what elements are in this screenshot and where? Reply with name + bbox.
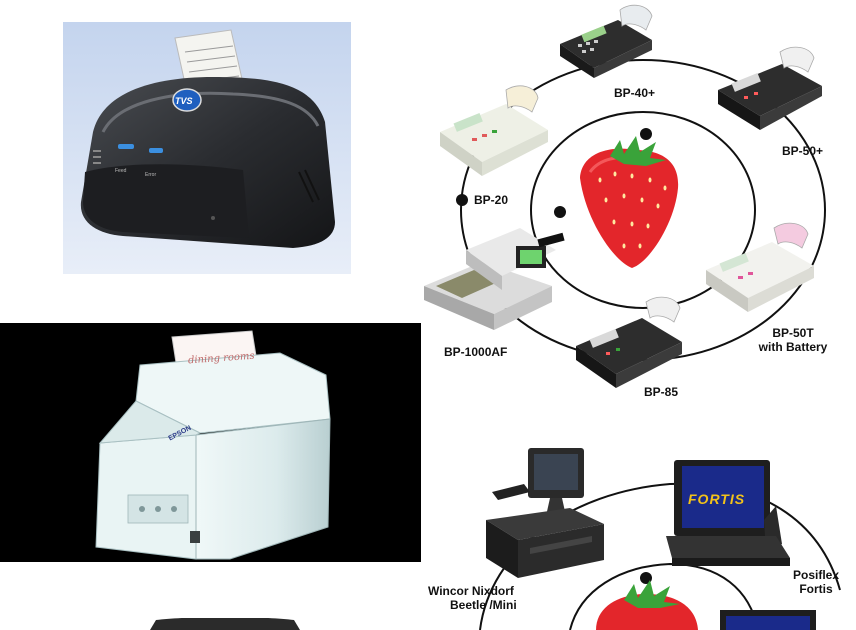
fortis-screen: [682, 466, 764, 528]
label-posiflex-fortis: Posiflex Fortis: [786, 568, 846, 596]
label-wincor-nixdorf: Wincor Nixdorf Beetle /Mini: [428, 584, 517, 612]
label-bp-1000af: BP-1000AF: [444, 345, 508, 359]
label-bp-50t: BP-50T with Battery: [740, 326, 846, 354]
tvs-logo: [172, 88, 202, 112]
bp-1000af-device: [424, 228, 565, 330]
tvs-badge-text: TVS: [175, 96, 193, 106]
label-posiflex-line2: Fortis: [799, 582, 833, 596]
tvs-printer-photo: TVS Feed Error: [63, 22, 351, 274]
label-bp-40: BP-40+: [614, 86, 656, 100]
label-bp-50: BP-50+: [782, 144, 824, 158]
label-wincor-line2: Beetle /Mini: [450, 598, 517, 612]
bp-50t-device: [706, 222, 814, 312]
label-wincor-line1: Wincor Nixdorf: [428, 584, 514, 598]
label-bp-50t-line2: with Battery: [758, 340, 828, 354]
fortis-screen-text: FORTIS: [688, 491, 746, 507]
strawberry-image-bottom: [596, 580, 698, 630]
bp-50-device: [718, 46, 822, 130]
bp-ring-diagram: BP-40+ BP-50+ BP-20 BP-1000AF BP-85 BP-5…: [410, 0, 856, 410]
epson-printer-photo: dining rooms EPSON: [0, 323, 421, 562]
bp-20-device: [440, 85, 548, 176]
wincor-nixdorf-terminal: [486, 448, 604, 578]
pos-ring-diagram: FORTIS Wincor Nixdorf Beetle /Mini Posif…: [420, 440, 856, 630]
label-posiflex-line1: Posiflex: [792, 568, 840, 582]
strawberry-image: [580, 136, 679, 268]
label-bp-50t-line1: BP-50T: [772, 326, 814, 340]
label-bp-20: BP-20: [474, 193, 509, 207]
bp-85-device: [576, 296, 682, 388]
posiflex-fortis-terminal: [666, 460, 790, 566]
partial-device-photo: [150, 618, 300, 630]
error-button-label: Error: [145, 172, 157, 178]
bp-40-device: [560, 4, 653, 78]
label-bp-85: BP-85: [644, 385, 679, 399]
feed-button-label: Feed: [115, 168, 127, 174]
